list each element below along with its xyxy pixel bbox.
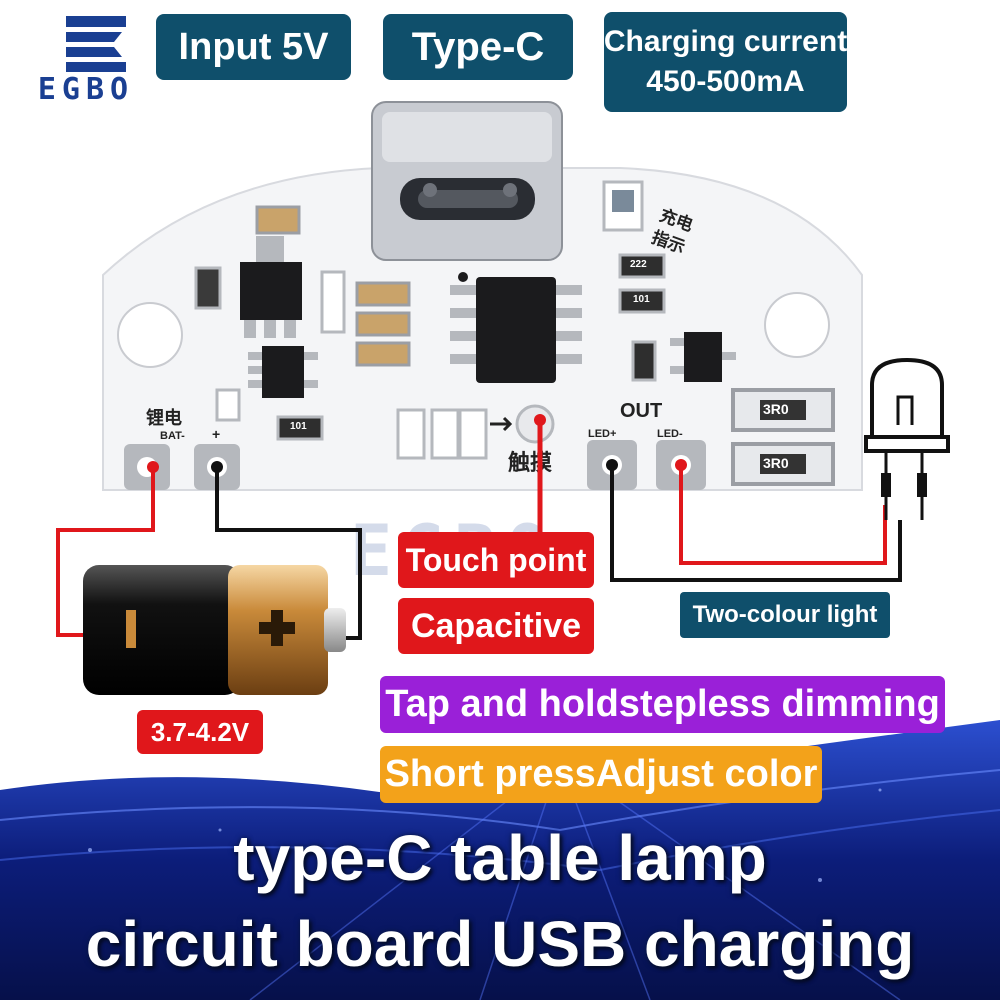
silk-led-minus: LED- <box>657 428 683 440</box>
silk-out: OUT <box>620 400 663 422</box>
title-line2: circuit board USB charging <box>85 908 915 980</box>
silk-bat-minus: BAT- <box>160 430 185 442</box>
two-colour-light-label: Two-colour light <box>680 592 890 638</box>
silk-lithium: 锂电 <box>146 408 182 429</box>
silk-touch: 触摸 <box>508 451 553 476</box>
type-c-label: Type-C <box>383 14 573 80</box>
short-press-label: Short pressAdjust color <box>380 746 822 803</box>
resistor-222: 222 <box>630 259 647 270</box>
silk-led-plus: LED+ <box>588 428 617 440</box>
touch-point-label: Touch point <box>398 532 594 588</box>
title-line1: type-C table lamp <box>233 822 767 894</box>
silk-bat-plus: + <box>212 426 221 442</box>
capacitive-label: Capacitive <box>398 598 594 654</box>
charging-current-line2: 450-500mA <box>646 65 805 98</box>
logo-stripes-icon <box>66 16 126 72</box>
resistor-101: 101 <box>633 294 650 305</box>
charging-current-label: Charging current 450-500mA <box>604 12 847 112</box>
tap-hold-label: Tap and holdstepless dimming <box>380 676 945 733</box>
resistor-3r0-bottom: 3R0 <box>763 455 789 471</box>
voltage-label: 3.7-4.2V <box>137 710 263 754</box>
battery-icon <box>83 565 346 695</box>
logo-text: EGBO <box>37 72 135 107</box>
input-voltage-label: Input 5V <box>156 14 351 80</box>
egbo-logo: EGBO <box>10 14 162 107</box>
two-colour-led-icon <box>864 357 950 520</box>
resistor-1r0: 101 <box>290 421 307 432</box>
charging-current-line1: Charging current <box>603 25 848 58</box>
resistor-3r0-top: 3R0 <box>763 401 789 417</box>
